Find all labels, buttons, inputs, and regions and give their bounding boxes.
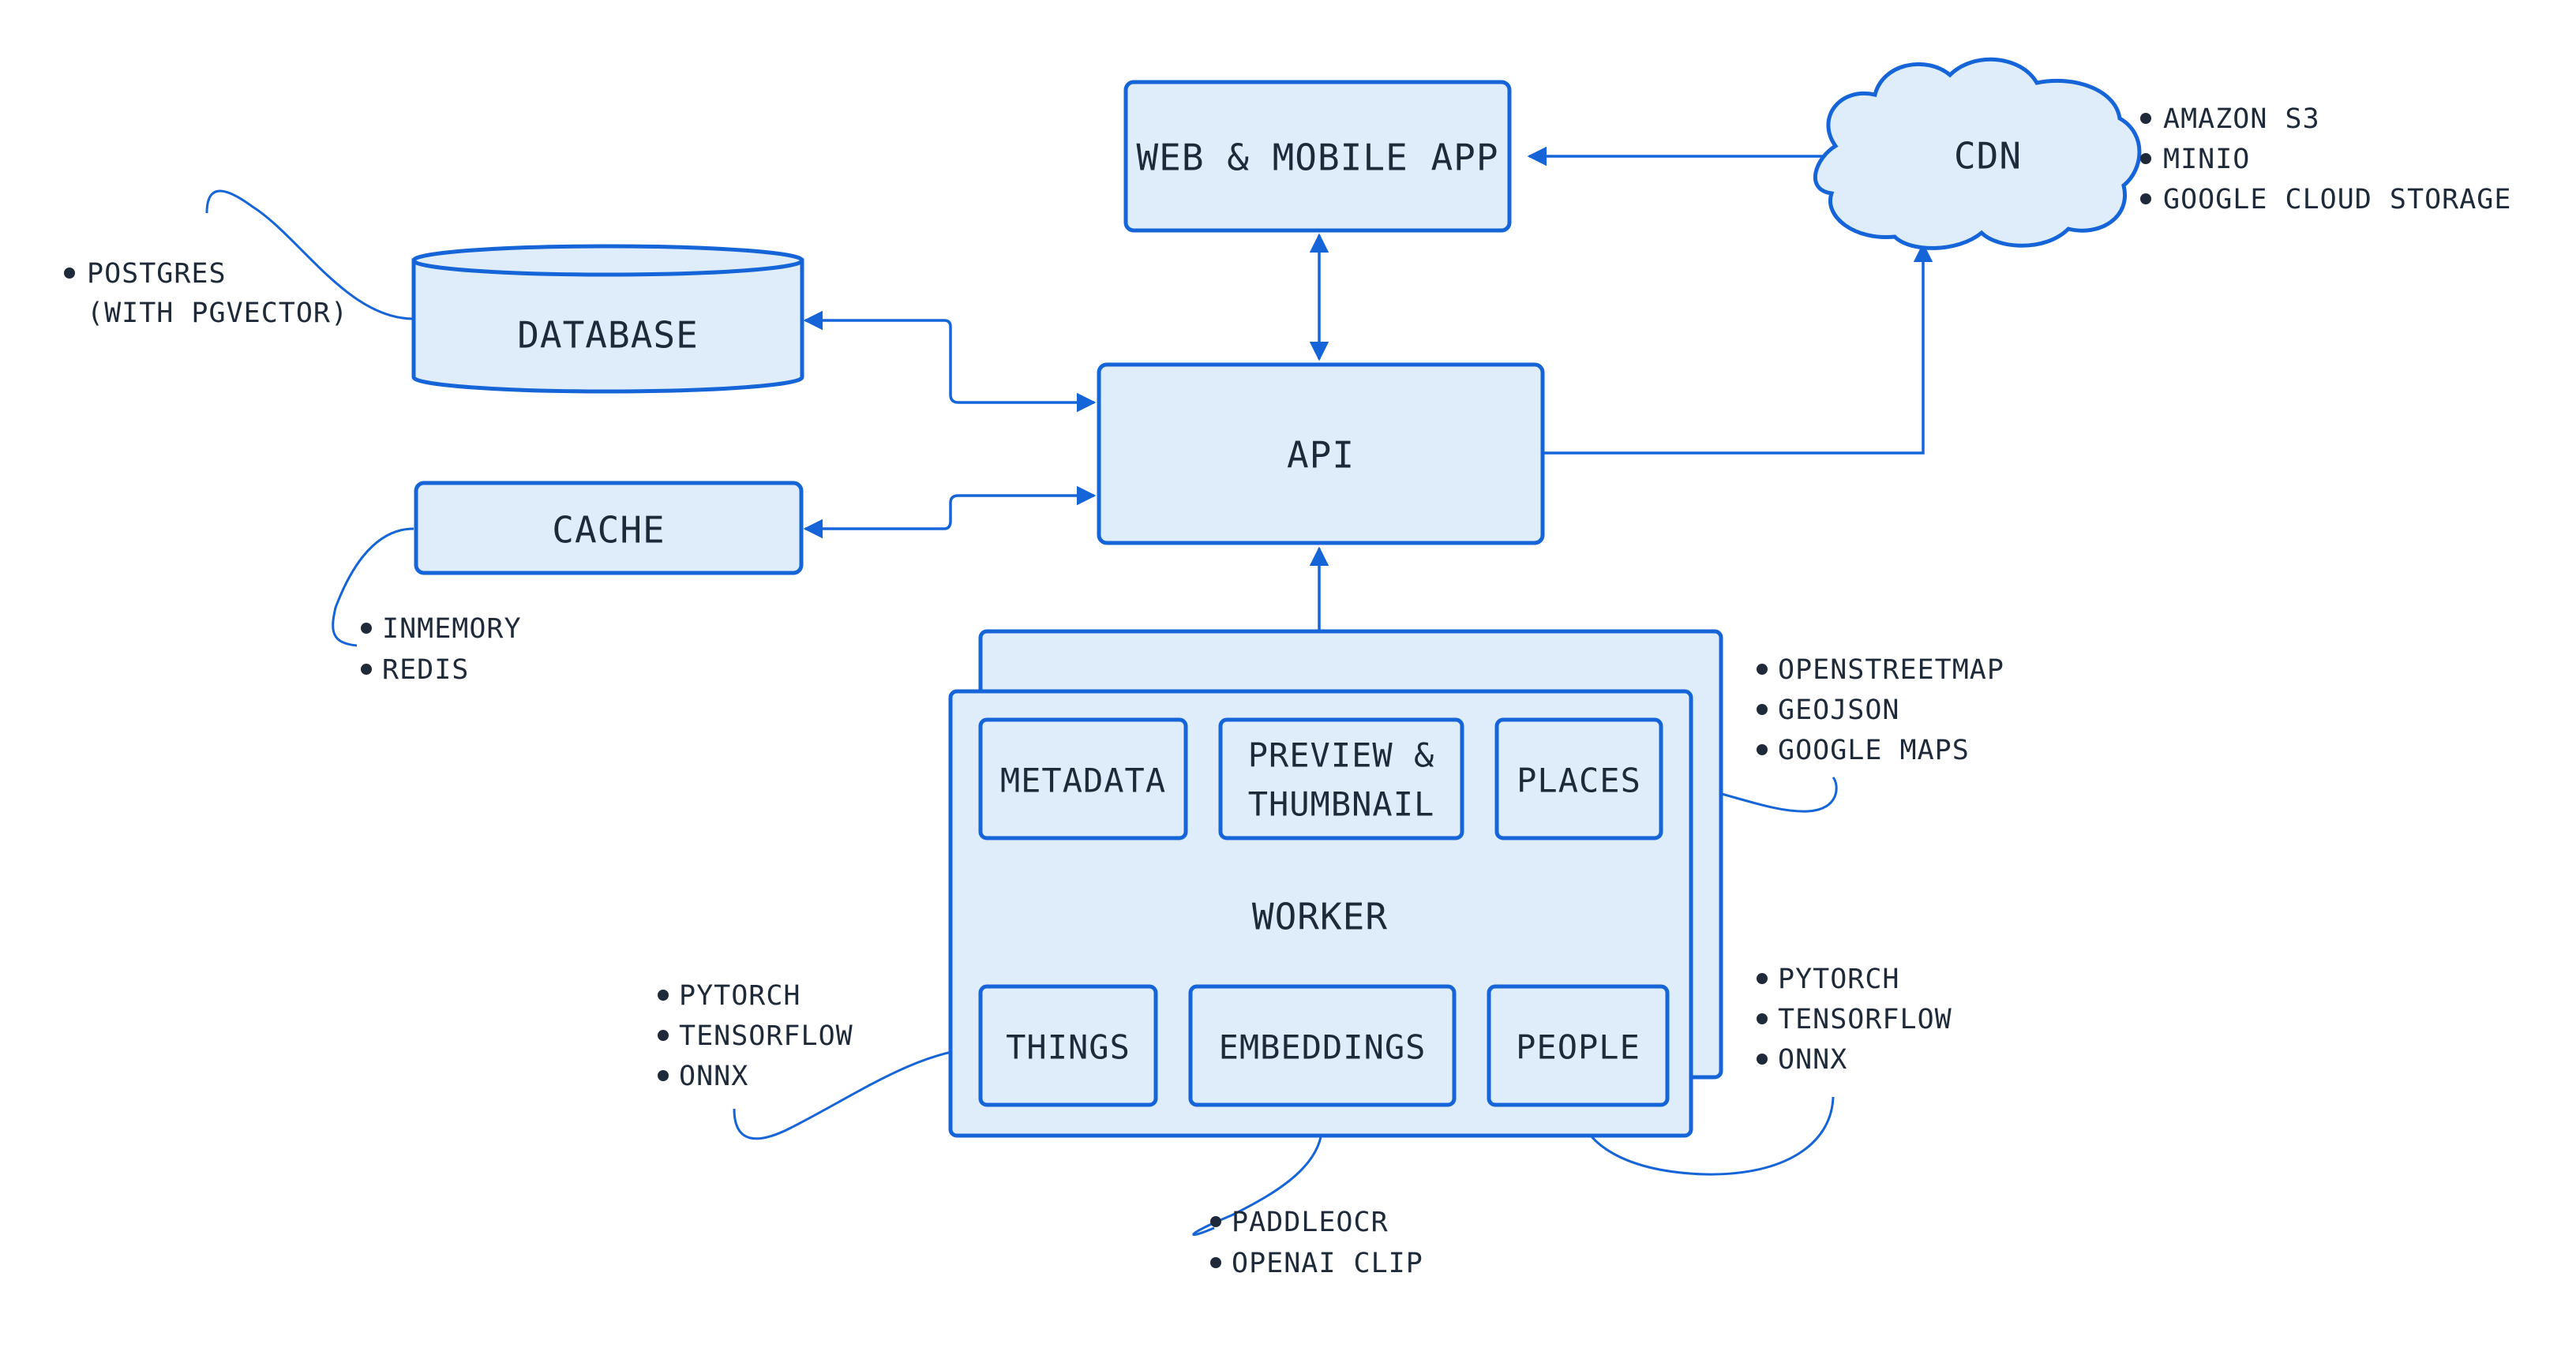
people-note-connector xyxy=(1577,1096,1835,1176)
edges xyxy=(803,146,1933,689)
worker-node: WORKER METADATA PREVIEW & THUMBNAIL PLAC… xyxy=(948,629,1723,1138)
things-note-3: ONNX xyxy=(679,1061,748,1092)
things-box xyxy=(978,984,1158,1107)
embeddings-note-connector xyxy=(1192,1108,1324,1237)
api-node: API xyxy=(1097,362,1545,545)
database-note-1: POSTGRES xyxy=(87,258,227,290)
embeddings-note-2: OPENAI CLIP xyxy=(1232,1248,1423,1279)
preview-thumbnail-box xyxy=(1218,717,1464,840)
cache-notes: INMEMORY REDIS xyxy=(361,613,522,686)
edge-database-api xyxy=(803,310,1097,413)
embeddings-note-1: PADDLEOCR xyxy=(1232,1207,1389,1238)
metadata-box xyxy=(978,717,1188,840)
note-connectors xyxy=(205,189,1838,1237)
edge-api-to-cdn xyxy=(1544,242,1933,455)
places-note-2: GEOJSON xyxy=(1778,694,1900,726)
cache-note-1: INMEMORY xyxy=(382,613,522,645)
people-note-1: PYTORCH xyxy=(1778,964,1900,995)
preview-label-line2: THUMBNAIL xyxy=(1248,785,1435,824)
things-note-2: TENSORFLOW xyxy=(679,1020,853,1052)
preview-label-line1: PREVIEW & xyxy=(1248,736,1435,775)
cache-note-connector xyxy=(332,527,414,647)
cdn-notes: AMAZON S3 MINIO GOOGLE CLOUD STORAGE xyxy=(2140,103,2511,215)
web-mobile-app-node: WEB & MOBILE APP xyxy=(1123,80,1512,233)
things-notes: PYTORCH TENSORFLOW ONNX xyxy=(658,980,853,1092)
cloud-icon xyxy=(1813,57,2142,250)
cdn-note-2: MINIO xyxy=(2163,144,2250,175)
api-label: API xyxy=(1287,434,1355,477)
places-note-1: OPENSTREETMAP xyxy=(1778,654,2004,686)
things-note-connector xyxy=(733,1046,980,1140)
database-node: DATABASE xyxy=(411,244,804,394)
people-box xyxy=(1487,984,1670,1107)
places-note-3: GOOGLE MAPS xyxy=(1778,735,1970,766)
people-note-2: TENSORFLOW xyxy=(1778,1004,1952,1035)
cdn-label: CDN xyxy=(1954,135,2022,178)
people-label: PEOPLE xyxy=(1516,1028,1640,1067)
cache-label: CACHE xyxy=(552,509,665,552)
web-mobile-app-label: WEB & MOBILE APP xyxy=(1136,137,1498,179)
database-notes: POSTGRES (WITH PGVECTOR) xyxy=(64,258,348,329)
things-label: THINGS xyxy=(1006,1028,1131,1067)
places-notes: OPENSTREETMAP GEOJSON GOOGLE MAPS xyxy=(1757,654,2004,766)
things-note-1: PYTORCH xyxy=(679,980,801,1012)
embeddings-label: EMBEDDINGS xyxy=(1219,1028,1427,1067)
metadata-label: METADATA xyxy=(1000,762,1166,800)
edge-cache-api xyxy=(803,485,1097,539)
database-cylinder-icon xyxy=(411,258,804,394)
database-note-2: (WITH PGVECTOR) xyxy=(87,298,348,329)
places-box xyxy=(1494,717,1663,840)
embeddings-notes: PADDLEOCR OPENAI CLIP xyxy=(1210,1207,1423,1279)
people-note-3: ONNX xyxy=(1778,1044,1847,1076)
worker-label: WORKER xyxy=(1252,896,1388,938)
people-notes: PYTORCH TENSORFLOW ONNX xyxy=(1757,964,1952,1076)
places-label: PLACES xyxy=(1517,762,1641,800)
database-label: DATABASE xyxy=(517,314,699,357)
cdn-note-3: GOOGLE CLOUD STORAGE xyxy=(2163,184,2511,215)
embeddings-box xyxy=(1188,984,1457,1107)
cache-note-2: REDIS xyxy=(382,654,469,686)
cache-node: CACHE xyxy=(414,481,804,575)
database-note-connector xyxy=(205,189,414,320)
cdn-node: CDN xyxy=(1813,57,2142,250)
cdn-note-1: AMAZON S3 xyxy=(2163,103,2320,135)
